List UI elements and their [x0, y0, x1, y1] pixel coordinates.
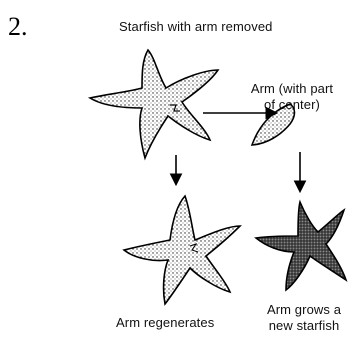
starfish-arm-removed [90, 50, 218, 158]
starfish-regenerated [124, 196, 240, 304]
starfish-new [256, 202, 346, 290]
detached-arm [252, 104, 295, 145]
